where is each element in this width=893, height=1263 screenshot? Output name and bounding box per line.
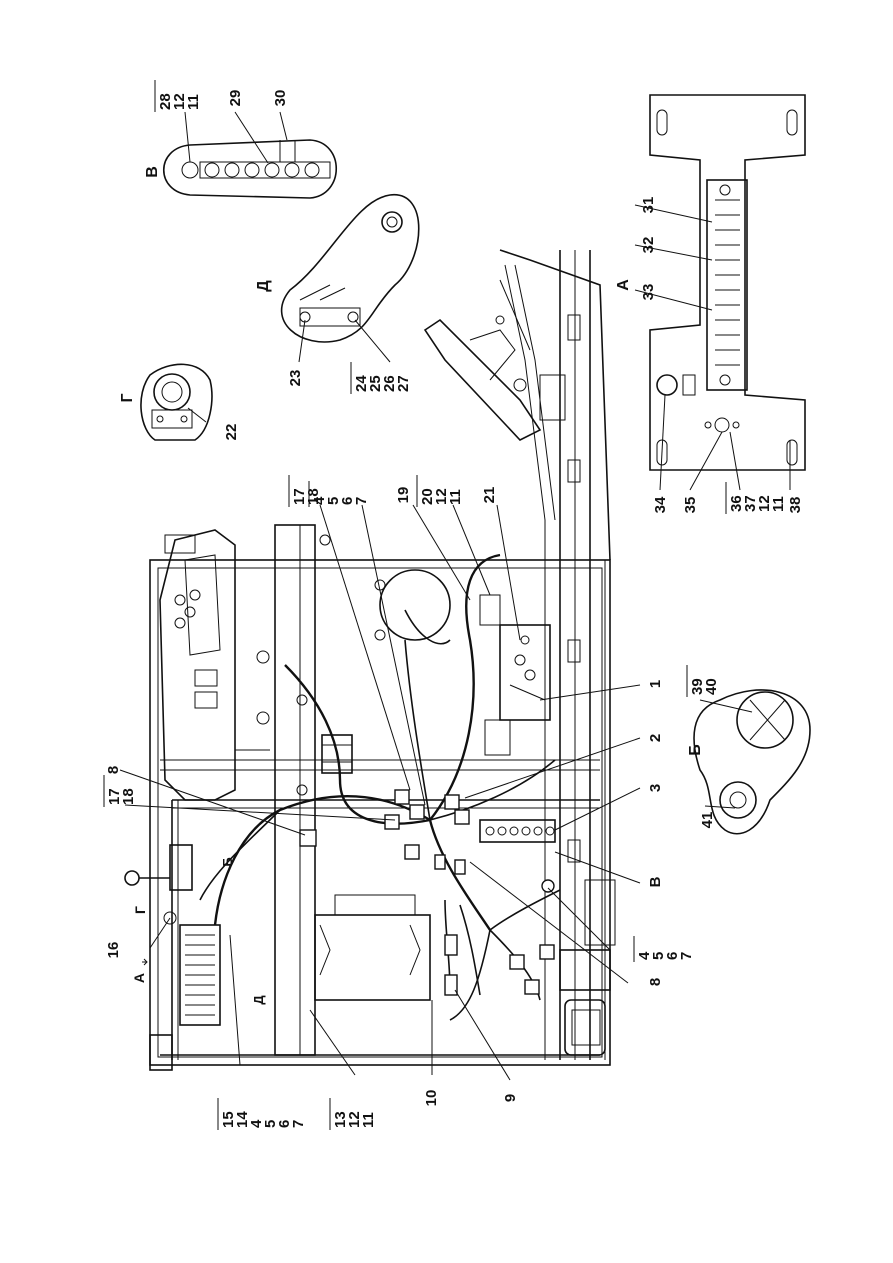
stack-15-14-4567-1: 14	[234, 1111, 251, 1128]
callout-22: 22	[223, 424, 240, 441]
stack-28-12-11-0: 28	[157, 93, 174, 110]
view-letter-g-main: Г	[119, 393, 136, 402]
stack-36-37-12-11-0: 36	[728, 495, 745, 512]
stack-4567-bottom-3: 7	[678, 952, 695, 960]
view-letter-b-small: Б	[220, 857, 235, 866]
stack-28-12-11-2: 11	[185, 94, 202, 110]
stack-17-18-left-1: 18	[120, 788, 137, 805]
stack-36-37-12-11-3: 11	[770, 496, 787, 512]
leader-lines	[119, 111, 791, 1081]
stack-4567-top-0: 4	[311, 496, 328, 505]
callout-8-top: 8	[105, 766, 122, 774]
callout-19: 19	[395, 487, 412, 504]
callout-31: 31	[640, 197, 657, 214]
stack-24-27-2: 26	[381, 375, 398, 392]
callout-9: 9	[502, 1094, 519, 1102]
callout-2: 2	[647, 734, 664, 742]
callout-41: 41	[699, 812, 716, 829]
view-letter-a-arrow: А	[131, 973, 147, 983]
stack-24-27-1: 25	[367, 375, 384, 392]
stack-17-18-left-0: 17	[106, 788, 123, 805]
stack-4567-bottom-0: 4	[636, 951, 653, 960]
stack-17-18-top-0: 17	[291, 488, 308, 505]
stack-4567-bottom-1: 5	[650, 952, 667, 960]
stack-20-12-11-1: 12	[433, 488, 450, 505]
stack-15-14-4567-4: 6	[276, 1120, 293, 1128]
stack-36-37-12-11-2: 12	[756, 495, 773, 512]
stack-24-27-3: 27	[395, 375, 412, 392]
callout-34: 34	[652, 496, 669, 513]
callout-16: 16	[105, 942, 122, 959]
stack-4567-top-1: 5	[325, 497, 342, 505]
stack-13-12-11-1: 12	[346, 1111, 363, 1128]
detail-view-d	[280, 194, 420, 343]
callout-3: 3	[647, 784, 664, 792]
callout-10: 10	[423, 1090, 440, 1107]
stack-39-40-1: 40	[703, 678, 720, 695]
stack-28-12-11-1: 12	[171, 93, 188, 110]
stack-4567-top-2: 6	[339, 497, 356, 505]
detail-view-g	[140, 363, 213, 441]
stack-15-14-4567-0: 15	[220, 1111, 237, 1128]
main-assembly	[124, 249, 616, 1071]
stack-4567-top-3: 7	[353, 497, 370, 505]
view-letter-v-main: В	[144, 166, 161, 178]
callout-labels: 1 2 3 В 8 9 10 16 8 19 21 22 23 29 30 31…	[103, 80, 804, 1130]
callout-21: 21	[481, 487, 498, 504]
callout-38: 38	[787, 497, 804, 514]
view-letter-a-main: А	[615, 279, 632, 291]
stack-24-27-0: 24	[353, 375, 370, 392]
stack-15-14-4567-3: 5	[262, 1120, 279, 1128]
callout-23: 23	[287, 370, 304, 387]
callout-8-bottom: 8	[647, 978, 664, 986]
view-letters: А Б В Г Д А Г Б Д	[119, 166, 704, 1004]
view-letter-g-arrow: Г	[132, 906, 148, 914]
section-letter-v-arrow: В	[647, 876, 664, 887]
stack-20-12-11-0: 20	[419, 488, 436, 505]
stack-15-14-4567-5: 7	[290, 1120, 307, 1128]
callout-33: 33	[640, 284, 657, 301]
stack-4567-bottom-2: 6	[664, 952, 681, 960]
callout-35: 35	[682, 497, 699, 514]
detail-view-v	[163, 139, 338, 199]
callout-29: 29	[227, 90, 244, 107]
callout-30: 30	[272, 90, 289, 107]
stack-13-12-11-0: 13	[332, 1111, 349, 1128]
detail-view-a	[649, 94, 806, 471]
callout-1: 1	[647, 680, 664, 688]
view-letter-d-main: Д	[255, 280, 272, 292]
stack-13-12-11-2: 11	[360, 1112, 377, 1128]
view-letter-b-main: Б	[687, 744, 704, 756]
view-letter-d-arrow: Д	[251, 995, 266, 1005]
callout-32: 32	[640, 237, 657, 254]
stack-39-40-0: 39	[689, 678, 706, 695]
stack-36-37-12-11-1: 37	[742, 495, 759, 512]
stack-15-14-4567-2: 4	[248, 1119, 265, 1128]
stack-20-12-11-2: 11	[447, 489, 464, 505]
detail-view-b	[693, 689, 811, 835]
